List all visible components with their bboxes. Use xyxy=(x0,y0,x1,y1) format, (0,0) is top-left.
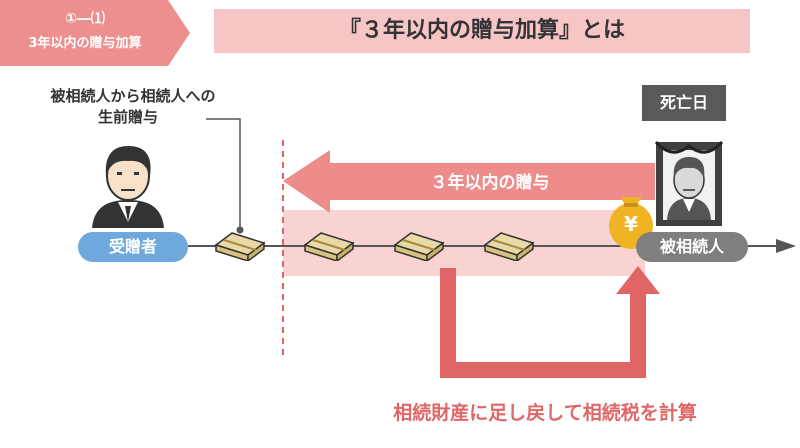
add-back-arrowhead xyxy=(616,266,660,294)
money-bundle-icon xyxy=(214,232,266,261)
portrait-icon xyxy=(654,140,724,226)
decedent-pill: 被相続人 xyxy=(636,232,748,262)
page-title: 『３年以内の贈与加算』とは xyxy=(338,18,625,43)
recipient-pill: 受贈者 xyxy=(78,232,188,262)
money-bundle-icon xyxy=(303,232,355,261)
section-title: 3年以内の贈与加算 xyxy=(28,36,142,51)
add-back-arrow xyxy=(440,268,646,378)
gift-label-line2: 生前贈与 xyxy=(98,108,159,126)
gift-label: 被相続人から相続人への 生前贈与 xyxy=(8,86,258,128)
money-bundle-icon xyxy=(393,232,445,261)
title-bar xyxy=(214,9,750,53)
gift-label-leader-dot xyxy=(236,226,244,234)
timeline-arrowhead xyxy=(776,239,796,253)
yen-symbol: ¥ xyxy=(624,212,638,236)
gift-label-line1: 被相続人から相続人への xyxy=(50,87,216,105)
within-3-years-label: ３年以内の贈与 xyxy=(430,173,550,193)
add-back-note: 相続財産に足し戻して相続税を計算 xyxy=(393,402,697,424)
section-tab-shape xyxy=(0,0,190,66)
gift-label-leader xyxy=(206,118,241,228)
three-year-arrow xyxy=(283,150,655,213)
money-bundle-icon xyxy=(483,232,535,261)
section-number: ①―⑴ xyxy=(65,11,105,27)
person-icon xyxy=(92,146,164,228)
death-date-badge: 死亡日 xyxy=(642,85,726,121)
